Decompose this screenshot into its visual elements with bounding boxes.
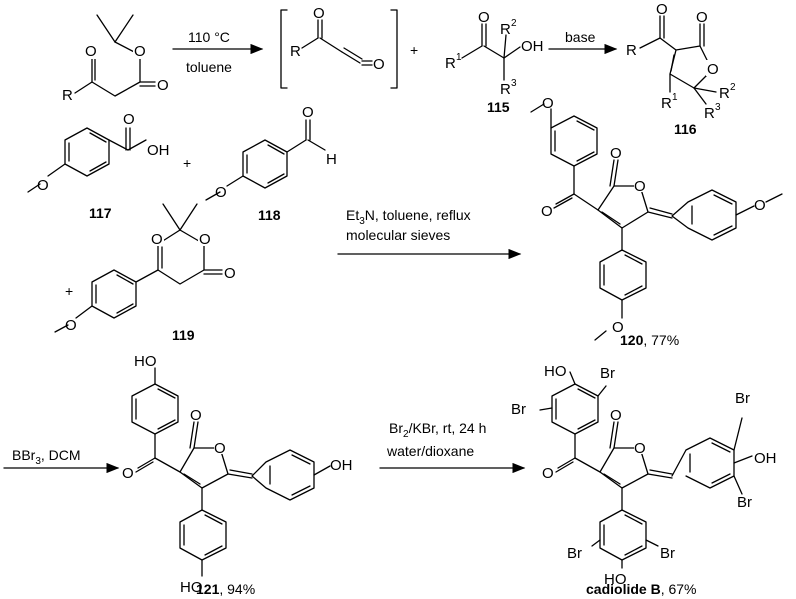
acylketene-structure: O R O — [280, 5, 398, 89]
svg-text:HO: HO — [604, 571, 627, 588]
svg-text:OH: OH — [521, 38, 544, 55]
svg-text:O: O — [199, 231, 211, 248]
compound-118: O H O 118 — [205, 104, 337, 223]
svg-text:O: O — [610, 145, 622, 162]
svg-text:O: O — [214, 440, 226, 457]
svg-text:116: 116 — [674, 121, 697, 137]
svg-text:R: R — [500, 81, 511, 98]
svg-text:O: O — [542, 465, 554, 482]
svg-text:HO: HO — [544, 363, 567, 380]
svg-text:3: 3 — [715, 102, 721, 113]
svg-text:R: R — [719, 85, 730, 102]
svg-text:Br2/KBr, rt, 24 h: Br2/KBr, rt, 24 h — [389, 420, 486, 440]
svg-text:H: H — [326, 151, 337, 168]
arrow-condensation: Et3N, toluene, reflux molecular sieves — [337, 207, 522, 260]
svg-text:R: R — [626, 42, 637, 59]
arrow-demethylation: BBr3, DCM — [3, 447, 120, 474]
svg-text:O: O — [224, 265, 236, 282]
svg-text:O: O — [696, 9, 708, 26]
svg-text:O: O — [612, 319, 624, 336]
compound-117: O OH O 117 — [27, 111, 170, 221]
svg-text:O: O — [478, 9, 490, 26]
svg-text:cadiolide B, 67%: cadiolide B, 67% — [586, 581, 697, 597]
svg-text:120, 77%: 120, 77% — [620, 332, 679, 348]
svg-text:O: O — [122, 465, 134, 482]
compound-116: O O O R R 1 R 2 R 3 116 — [626, 1, 736, 137]
svg-text:Br: Br — [660, 545, 675, 562]
svg-text:molecular sieves: molecular sieves — [346, 227, 450, 243]
svg-text:O: O — [754, 197, 766, 214]
svg-text:BBr3, DCM: BBr3, DCM — [12, 447, 81, 467]
svg-text:O: O — [302, 104, 314, 121]
svg-text:O: O — [215, 184, 227, 201]
svg-text:OH: OH — [754, 450, 777, 467]
svg-text:Et3N, toluene, reflux: Et3N, toluene, reflux — [346, 207, 471, 227]
dioxinone-structure: O O O R — [62, 14, 169, 104]
svg-text:115: 115 — [487, 99, 510, 115]
svg-text:HO: HO — [134, 353, 157, 370]
arrow-thermolysis: 110 °C toluene — [172, 29, 264, 75]
svg-text:HO: HO — [180, 579, 203, 596]
svg-text:R: R — [62, 87, 73, 104]
svg-text:O: O — [85, 43, 97, 60]
svg-text:O: O — [134, 43, 146, 60]
svg-text:R: R — [500, 21, 511, 38]
svg-text:O: O — [707, 61, 719, 78]
compound-119: O O O O 119 — [54, 203, 236, 343]
svg-text:117: 117 — [89, 205, 112, 221]
svg-text:121, 94%: 121, 94% — [196, 581, 255, 597]
svg-text:O: O — [634, 178, 646, 195]
svg-text:O: O — [656, 1, 668, 18]
svg-text:Br: Br — [600, 365, 615, 382]
svg-text:1: 1 — [456, 52, 462, 63]
svg-text:OH: OH — [147, 142, 170, 159]
svg-text:O: O — [373, 56, 385, 73]
svg-text:Br: Br — [735, 390, 750, 407]
svg-text:O: O — [123, 111, 135, 128]
compound-120: O O O O O O 120, 77% — [530, 95, 783, 348]
svg-text:OH: OH — [330, 457, 353, 474]
svg-text:Br: Br — [567, 545, 582, 562]
svg-text:O: O — [541, 203, 553, 220]
svg-text:O: O — [37, 177, 49, 194]
svg-text:Br: Br — [511, 401, 526, 418]
svg-text:1: 1 — [672, 92, 678, 103]
svg-text:R: R — [704, 105, 715, 122]
svg-text:R: R — [290, 43, 301, 60]
svg-text:118: 118 — [258, 207, 281, 223]
svg-text:2: 2 — [511, 18, 517, 29]
compound-115: O R 1 R 2 OH R 3 115 — [445, 9, 544, 115]
svg-text:R: R — [445, 55, 456, 72]
plus-sign: + — [183, 155, 191, 171]
svg-text:110 °C: 110 °C — [188, 29, 230, 45]
plus-sign: + — [65, 283, 73, 299]
svg-text:O: O — [610, 407, 622, 424]
svg-text:O: O — [313, 5, 325, 22]
svg-text:O: O — [157, 77, 169, 94]
svg-text:Br: Br — [737, 494, 752, 511]
svg-text:119: 119 — [172, 327, 195, 343]
plus-sign: + — [410, 42, 418, 58]
arrow-bromination: Br2/KBr, rt, 24 h water/dioxane — [379, 420, 526, 474]
svg-text:R: R — [661, 95, 672, 112]
svg-text:3: 3 — [511, 78, 517, 89]
svg-text:O: O — [634, 440, 646, 457]
compound-121: HO O O O OH HO 121, 94% — [122, 353, 353, 597]
compound-cadiolide-b: HO Br Br O O O Br OH Br Br Br HO cadioli… — [511, 363, 777, 597]
arrow-base: base — [548, 29, 618, 55]
svg-text:O: O — [151, 231, 163, 248]
svg-text:O: O — [190, 407, 202, 424]
svg-text:base: base — [565, 29, 596, 45]
svg-text:O: O — [65, 317, 77, 334]
svg-text:2: 2 — [730, 82, 736, 93]
svg-text:O: O — [542, 95, 554, 112]
svg-text:toluene: toluene — [186, 59, 232, 75]
svg-text:water/dioxane: water/dioxane — [386, 443, 474, 459]
